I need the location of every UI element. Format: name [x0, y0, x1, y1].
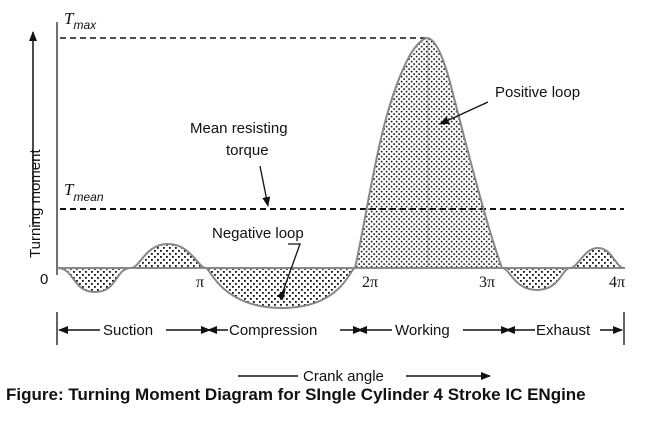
- negative-loop-pointer-head: [277, 288, 286, 300]
- positive-loop-pointer: [439, 101, 489, 125]
- suction-negative-lobe: [56, 267, 132, 294]
- exhaust-label: Exhaust: [536, 322, 591, 339]
- working-label: Working: [395, 322, 450, 339]
- tick-3pi: 3π: [479, 274, 495, 291]
- crank-angle-label: Crank angle: [303, 368, 384, 385]
- tick-2pi: 2π: [362, 274, 378, 291]
- mean-resisting-label-line2: torque: [226, 142, 269, 159]
- t-max-label: Tmax: [64, 9, 97, 32]
- suction-positive-lobe: [130, 242, 207, 269]
- mean-resisting-pointer: [259, 165, 271, 207]
- figure-caption: Figure: Turning Moment Diagram for SIngl…: [6, 385, 586, 404]
- tick-pi: π: [196, 274, 204, 291]
- compression-negative-loop: [205, 267, 356, 310]
- y-axis-label: Turning moment: [27, 149, 44, 258]
- positive-loop-label: Positive loop: [495, 84, 580, 101]
- exhaust-positive-lobe: [569, 246, 625, 269]
- negative-loop-pointer: [281, 243, 301, 295]
- mean-resisting-label-line1: Mean resisting: [190, 120, 288, 137]
- t-mean-label: Tmean: [64, 180, 104, 204]
- origin-label: 0: [40, 271, 48, 288]
- exhaust-negative-lobe: [501, 267, 571, 292]
- negative-loop-label: Negative loop: [212, 225, 304, 242]
- suction-label: Suction: [103, 322, 153, 339]
- tick-4pi: 4π: [609, 274, 625, 291]
- compression-label: Compression: [229, 322, 317, 339]
